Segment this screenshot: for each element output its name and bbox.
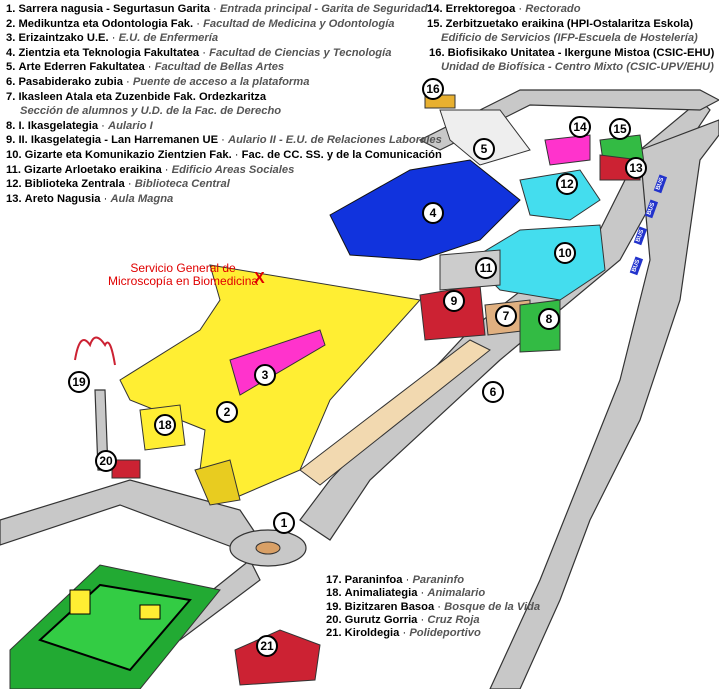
legend-item-14: 14. Errektoregoa · Rectorado bbox=[427, 3, 581, 15]
marker-1[interactable]: 1 bbox=[273, 512, 295, 534]
building-nursing bbox=[229, 329, 326, 396]
marker-16[interactable]: 16 bbox=[422, 78, 444, 100]
legend-item-17: 17. Paraninfoa · Paraninfo bbox=[326, 574, 465, 586]
legend-item-6: 6. Pasabiderako zubia · Puente de acceso… bbox=[6, 75, 310, 88]
marker-13[interactable]: 13 bbox=[625, 157, 647, 179]
legend-item-9: 9. II. Ikasgelategia - Lan Harremanen UE… bbox=[6, 134, 442, 147]
legend-item-5: 5. Arte Ederren Fakultatea · Facultad de… bbox=[6, 61, 285, 74]
building-rectorate bbox=[544, 134, 591, 166]
marker-5[interactable]: 5 bbox=[473, 138, 495, 160]
legend-item-11: 11. Gizarte Arloetako eraikina · Edifici… bbox=[6, 163, 295, 176]
marker-20[interactable]: 20 bbox=[95, 450, 117, 472]
marker-3[interactable]: 3 bbox=[254, 364, 276, 386]
legend-bottom: 17. Paraninfoa · Paraninfo 18. Animaliat… bbox=[326, 574, 540, 640]
legend-item-19: 19. Bizitzaren Basoa · Bosque de la Vida bbox=[326, 600, 541, 613]
legend-item-13: 13. Areto Nagusia · Aula Magna bbox=[6, 192, 174, 205]
legend-item-7: 7. Ikasleen Atala eta Zuzenbide Fak. Ord… bbox=[6, 90, 267, 103]
marker-2[interactable]: 2 bbox=[216, 401, 238, 423]
legend-item-18: 18. Animaliategia · Animalario bbox=[326, 587, 486, 600]
building-library bbox=[519, 169, 601, 221]
legend-item-20: 20. Gurutz Gorria · Cruz Roja bbox=[326, 613, 480, 626]
legend-right: 14. Errektoregoa · Rectorado 15. Zerbitz… bbox=[427, 3, 715, 74]
marker-11[interactable]: 11 bbox=[475, 257, 497, 279]
legend-item-8: 8. I. Ikasgelategia · Aulario I bbox=[6, 119, 153, 132]
marker-6[interactable]: 6 bbox=[482, 381, 504, 403]
legend-item-21: 21. Kiroldegia · Polideportivo bbox=[326, 627, 481, 640]
legend-item-1: 1. Sarrera nagusia - Segurtasun Garita ·… bbox=[6, 3, 428, 15]
pedestrian-path bbox=[299, 339, 491, 486]
building-sports-center bbox=[234, 629, 321, 686]
marker-21[interactable]: 21 bbox=[256, 635, 278, 657]
legend-item-10: 10. Gizarte eta Komunikazio Zientzien Fa… bbox=[6, 148, 442, 161]
forest-of-life bbox=[74, 336, 116, 366]
legend-item-4: 4. Zientzia eta Teknologia Fakultatea · … bbox=[6, 46, 392, 59]
marker-12[interactable]: 12 bbox=[556, 173, 578, 195]
marker-9[interactable]: 9 bbox=[443, 290, 465, 312]
legend-item-16: 16. Biofisikako Unitatea - Ikergune Mist… bbox=[429, 46, 715, 59]
marker-7[interactable]: 7 bbox=[495, 305, 517, 327]
marker-15[interactable]: 15 bbox=[609, 118, 631, 140]
marker-8[interactable]: 8 bbox=[538, 308, 560, 330]
east-road bbox=[489, 119, 719, 689]
location-x-mark: X bbox=[254, 270, 265, 287]
legend-item-3: 3. Erizaintzako U.E. · E.U. de Enfermerí… bbox=[6, 32, 219, 45]
legend-item-15: 15. Zerbitzuetako eraikina (HPI-Ostalari… bbox=[427, 17, 694, 30]
legend-item-2: 2. Medikuntza eta Odontologia Fak. · Fac… bbox=[6, 17, 395, 30]
marker-19[interactable]: 19 bbox=[68, 371, 90, 393]
marker-18[interactable]: 18 bbox=[154, 414, 176, 436]
legend-item-12: 12. Biblioteka Zentrala · Biblioteca Cen… bbox=[6, 178, 230, 191]
marker-4[interactable]: 4 bbox=[422, 202, 444, 224]
marker-10[interactable]: 10 bbox=[554, 242, 576, 264]
legend-left: 1. Sarrera nagusia - Segurtasun Garita ·… bbox=[6, 3, 442, 205]
marker-14[interactable]: 14 bbox=[569, 116, 591, 138]
building-fine-arts bbox=[439, 109, 531, 166]
